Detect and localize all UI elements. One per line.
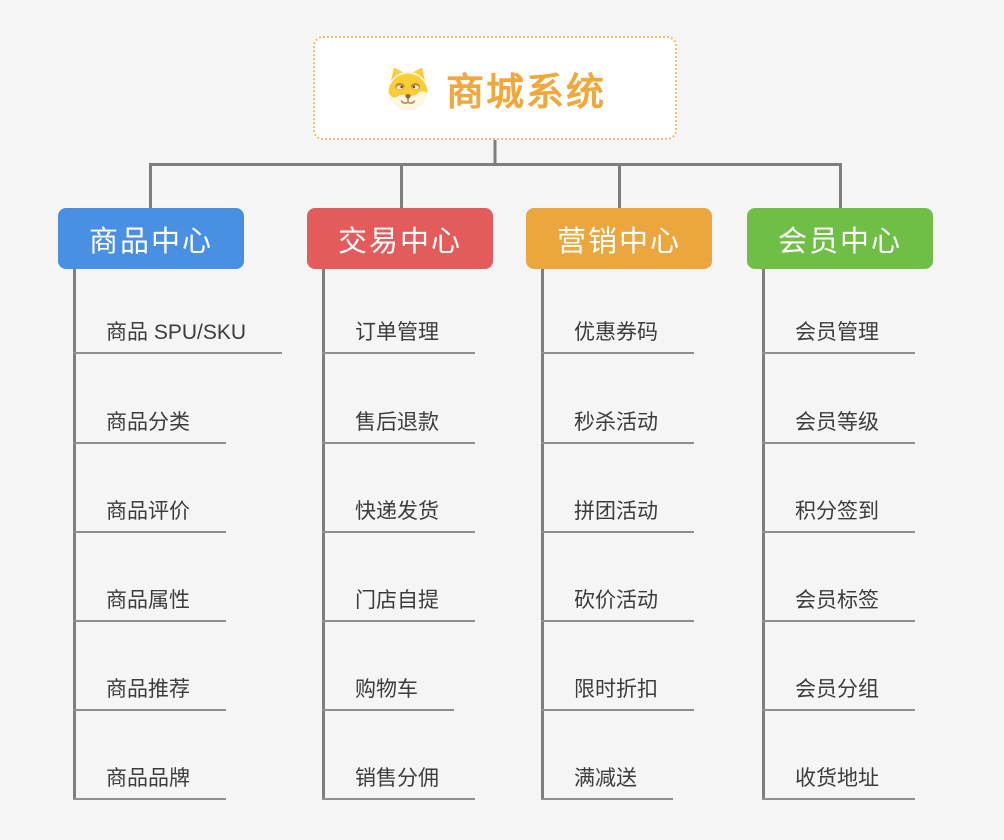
leaf-node[interactable]: 会员标签 [762, 576, 915, 622]
leaf-node[interactable]: 会员分组 [762, 665, 915, 711]
branch-trade-center[interactable]: 交易中心 [307, 208, 493, 269]
leaf-node[interactable]: 购物车 [322, 665, 454, 711]
branch-label: 营销中心 [556, 225, 681, 258]
leaf-node[interactable]: 优惠券码 [541, 308, 694, 354]
leaf-node[interactable]: 砍价活动 [541, 576, 694, 622]
root-node-title: 商城系统 [445, 71, 606, 114]
dog-face-icon [388, 67, 428, 111]
leaf-node[interactable]: 门店自提 [322, 576, 475, 622]
leaf-node[interactable]: 限时折扣 [541, 665, 694, 711]
leaf-node[interactable]: 积分签到 [762, 487, 915, 533]
leaf-node[interactable]: 商品评价 [73, 487, 226, 533]
branch-label: 商品中心 [88, 225, 213, 258]
branch-label: 交易中心 [337, 225, 462, 258]
leaf-node[interactable]: 会员等级 [762, 398, 915, 444]
leaf-node[interactable]: 收货地址 [762, 754, 915, 800]
leaf-node[interactable]: 订单管理 [322, 308, 475, 354]
leaf-node[interactable]: 商品推荐 [73, 665, 226, 711]
leaf-node[interactable]: 商品分类 [73, 398, 226, 444]
leaf-node[interactable]: 商品属性 [73, 576, 226, 622]
branch-marketing-center[interactable]: 营销中心 [526, 208, 712, 269]
leaf-node[interactable]: 会员管理 [762, 308, 915, 354]
leaf-node[interactable]: 拼团活动 [541, 487, 694, 533]
branch-label: 会员中心 [777, 225, 902, 258]
leaf-node[interactable]: 售后退款 [322, 398, 475, 444]
root-node[interactable]: 商城系统 [313, 36, 677, 140]
leaf-node[interactable]: 秒杀活动 [541, 398, 694, 444]
branch-member-center[interactable]: 会员中心 [747, 208, 933, 269]
leaf-node[interactable]: 快递发货 [322, 487, 475, 533]
leaf-node[interactable]: 销售分佣 [322, 754, 475, 800]
branch-product-center[interactable]: 商品中心 [58, 208, 244, 269]
leaf-node[interactable]: 商品 SPU/SKU [73, 308, 283, 354]
leaf-node[interactable]: 满减送 [541, 754, 673, 800]
leaf-node[interactable]: 商品品牌 [73, 754, 226, 800]
